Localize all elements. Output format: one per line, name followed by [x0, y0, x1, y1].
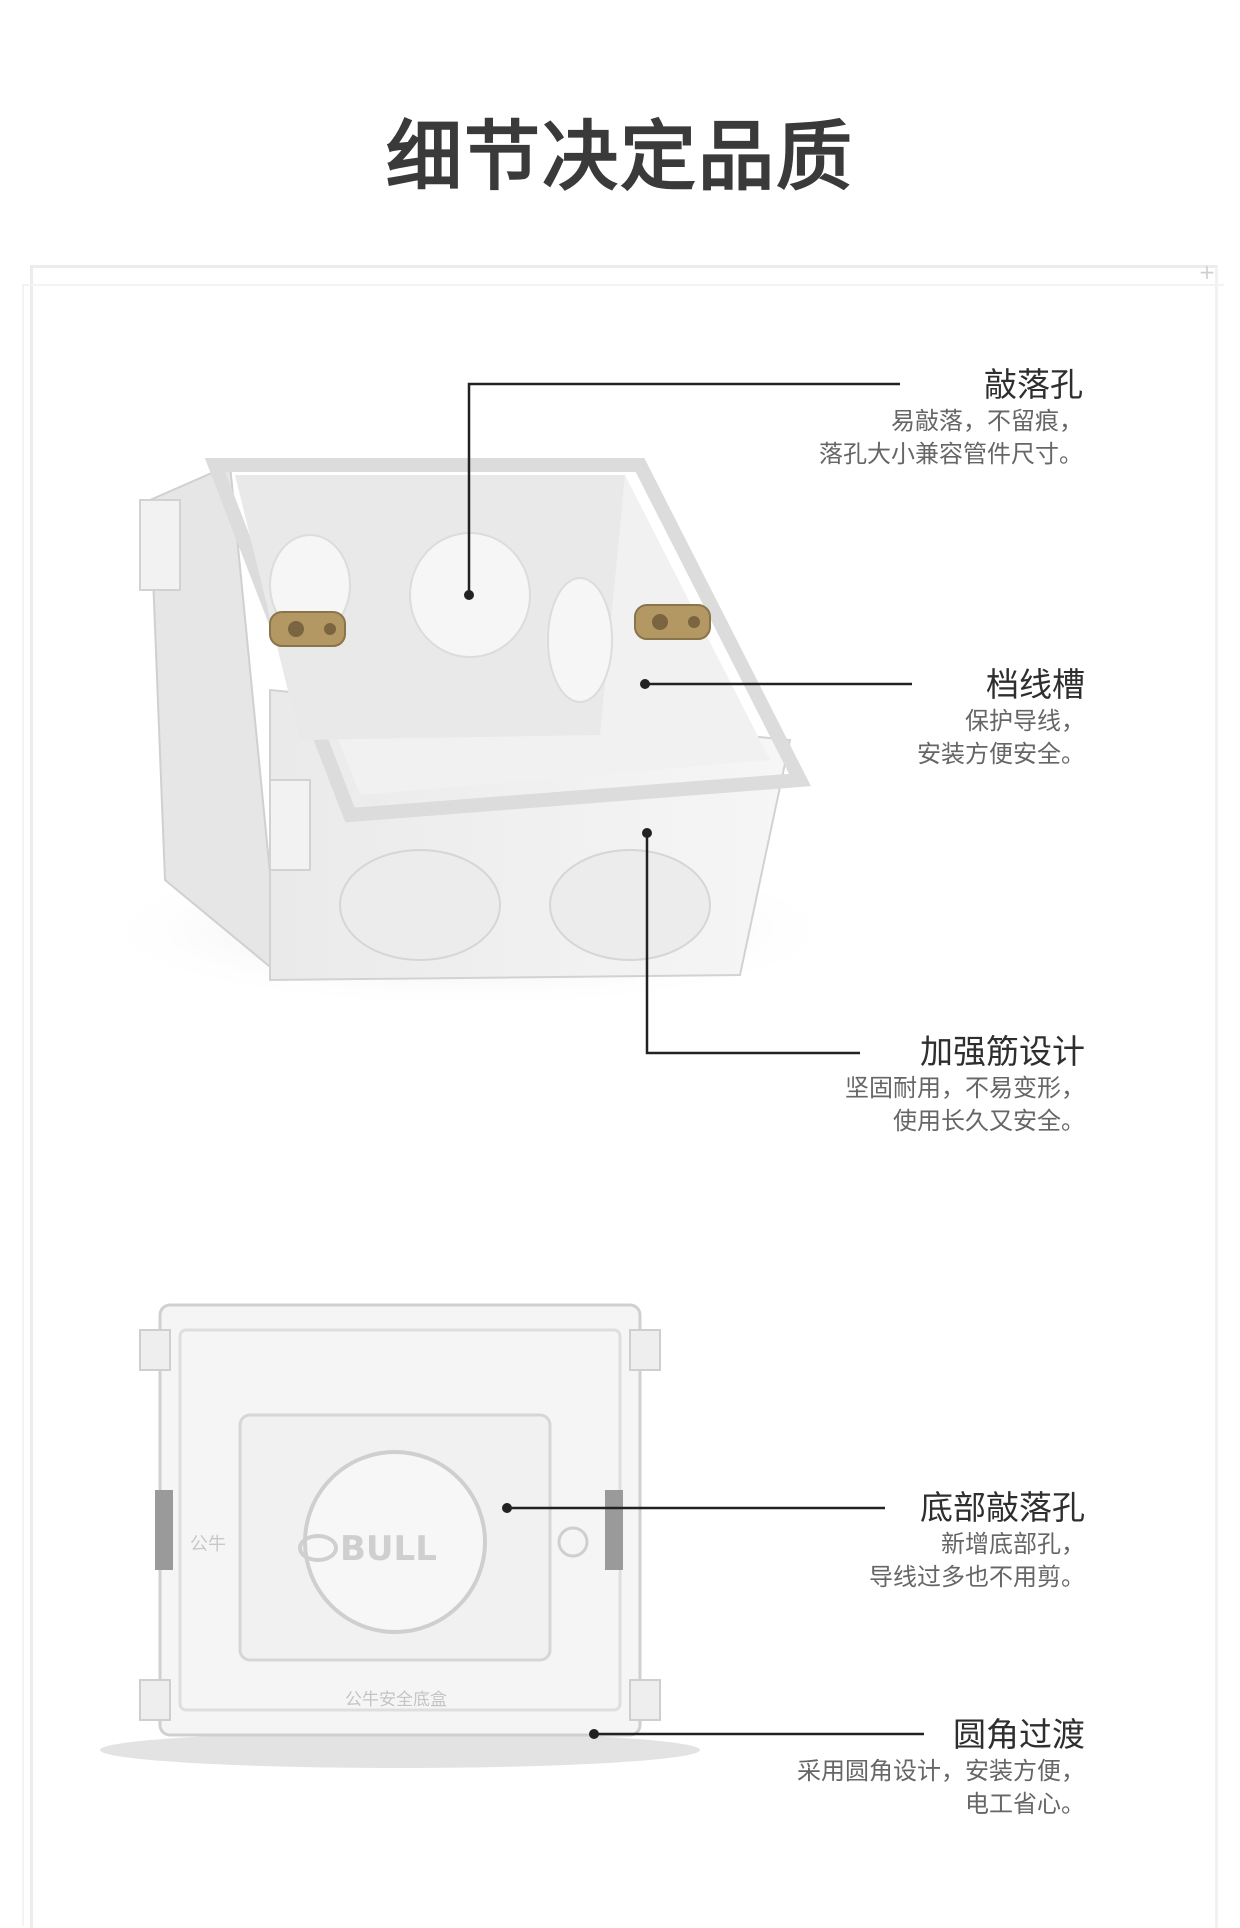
annotation-heading: 底部敲落孔	[920, 1488, 1085, 1527]
logo-text: BULL	[340, 1529, 437, 1569]
annotation-line-1: 新增底部孔，	[941, 1530, 1085, 1558]
annotation-line-2: 电工省心。	[965, 1790, 1085, 1818]
annotation-heading: 敲落孔	[984, 365, 1083, 404]
annotation-line-1: 易敲落，不留痕，	[891, 407, 1083, 435]
corner-plus-icon: +	[1198, 260, 1216, 284]
screw-bracket-right	[634, 604, 711, 640]
annotation-line-1: 保护导线，	[965, 707, 1085, 735]
content-frame-inner	[22, 284, 1224, 1926]
bull-logo: BULL	[298, 1529, 437, 1569]
annotation-line-1: 采用圆角设计，安装方便，	[797, 1757, 1085, 1785]
annotation-line-2: 使用长久又安全。	[893, 1107, 1085, 1135]
leader-lines	[464, 382, 924, 1739]
annotation-knockout: 敲落孔 易敲落，不留痕， 落孔大小兼容管件尺寸。	[819, 365, 1083, 471]
screw-bracket-left	[269, 611, 346, 647]
annotation-wire-slot: 档线槽 保护导线， 安装方便安全。	[917, 665, 1085, 771]
junction-box-top-view	[90, 458, 850, 1010]
annotation-line-1: 坚固耐用，不易变形，	[845, 1074, 1085, 1102]
annotation-heading: 档线槽	[986, 665, 1085, 704]
bottom-mark-text: 公牛安全底盒	[345, 1690, 447, 1710]
page-title: 细节决定品质	[386, 112, 854, 201]
annotation-line-2: 安装方便安全。	[917, 740, 1085, 768]
annotation-line-2: 导线过多也不用剪。	[869, 1563, 1085, 1591]
content-frame	[30, 265, 1218, 1928]
side-mark-text: 公牛	[190, 1534, 226, 1555]
annotation-rounded-corner: 圆角过渡 采用圆角设计，安装方便， 电工省心。	[797, 1715, 1085, 1821]
annotation-heading: 加强筋设计	[920, 1032, 1085, 1071]
junction-box-bottom-view: BULL 公牛 公牛安全底盒	[100, 1303, 700, 1768]
annotation-line-2: 落孔大小兼容管件尺寸。	[819, 440, 1083, 468]
annotation-reinforcement: 加强筋设计 坚固耐用，不易变形， 使用长久又安全。	[845, 1032, 1085, 1138]
annotation-bottom-knockout: 底部敲落孔 新增底部孔， 导线过多也不用剪。	[869, 1488, 1085, 1594]
annotation-heading: 圆角过渡	[953, 1715, 1085, 1754]
